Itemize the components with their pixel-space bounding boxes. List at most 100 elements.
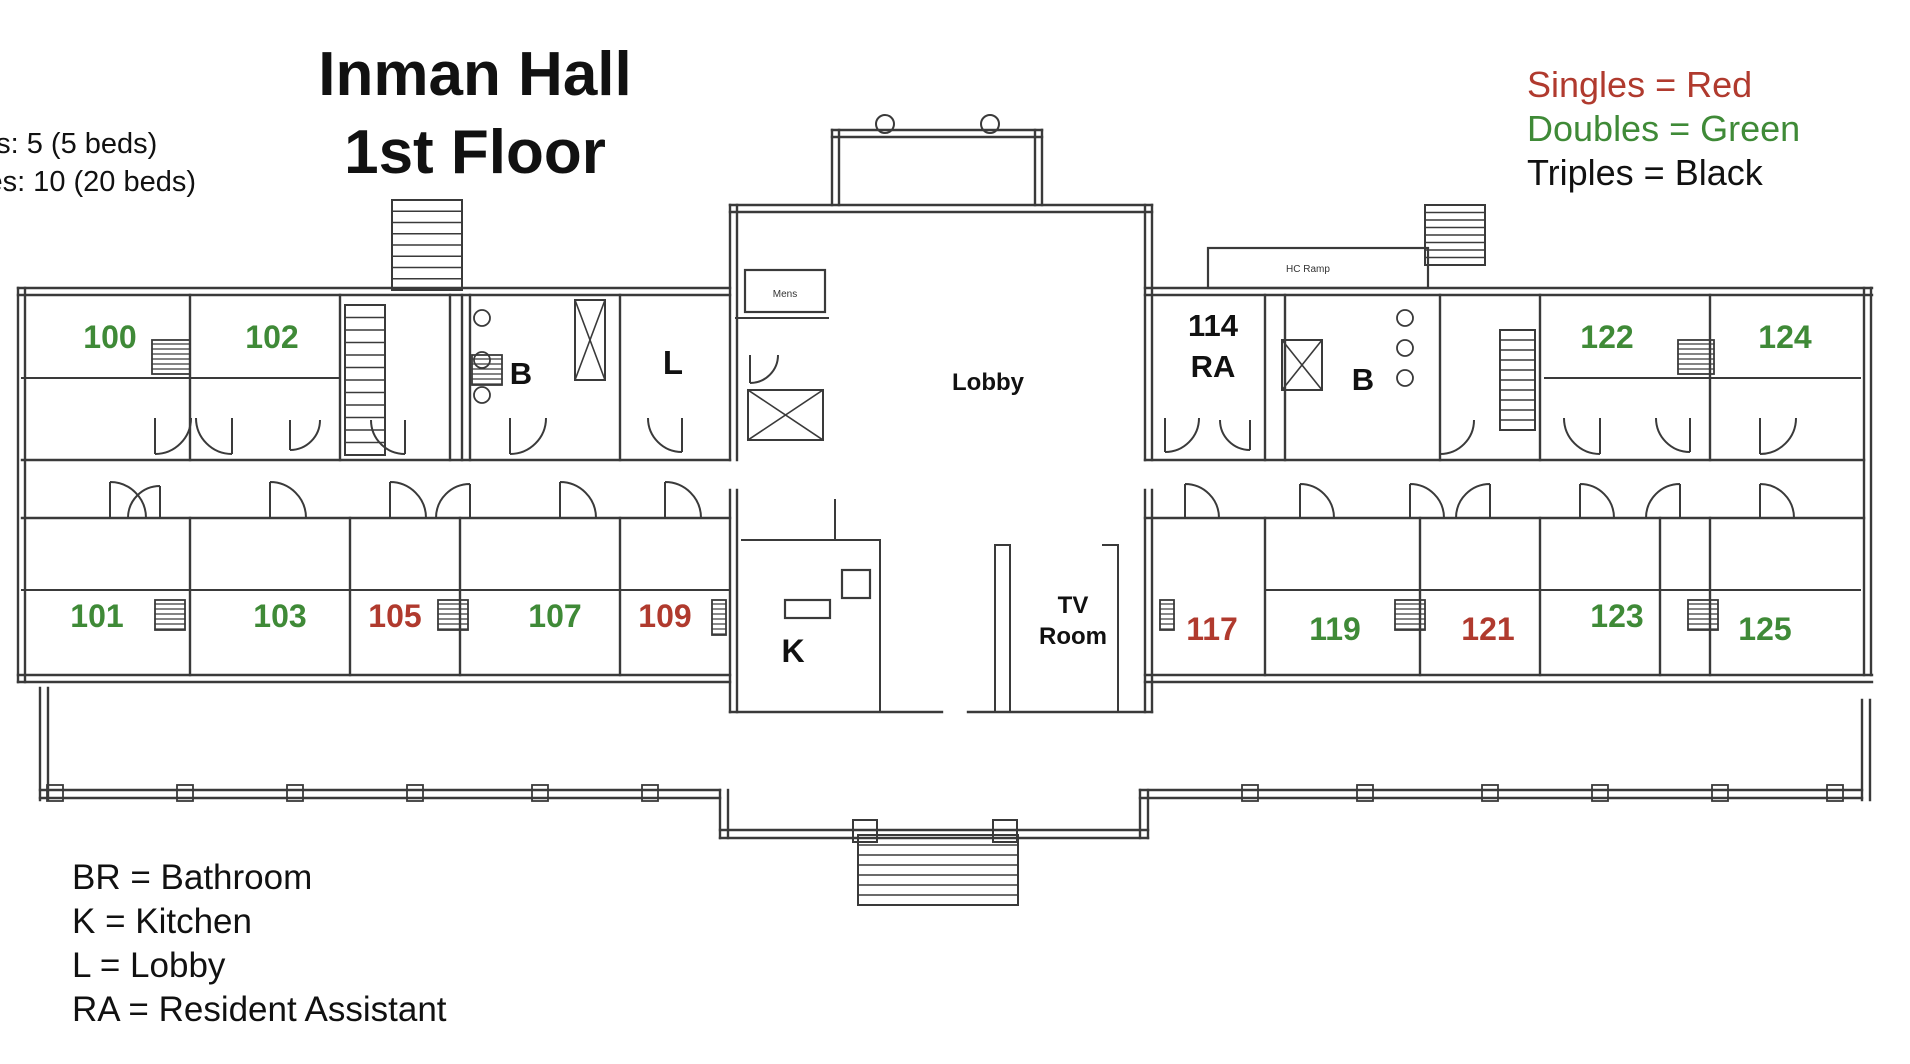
arcade-pier bbox=[46, 784, 64, 802]
room-label-121: 121 bbox=[1461, 611, 1514, 647]
kitchen-stove bbox=[840, 568, 872, 600]
door-swing bbox=[1579, 483, 1615, 519]
closet-block bbox=[437, 599, 469, 631]
fixture-sink bbox=[1396, 339, 1414, 357]
fixture-sink bbox=[1396, 369, 1414, 387]
closet-block bbox=[1394, 599, 1426, 631]
hc-ramp-label: HC Ramp bbox=[1286, 264, 1330, 275]
page-title-building: Inman Hall bbox=[318, 40, 632, 109]
closet-block bbox=[471, 354, 503, 386]
room-label-117: 117 bbox=[1186, 611, 1238, 647]
room-label-109: 109 bbox=[638, 598, 691, 634]
mens-room-label: Mens bbox=[773, 289, 797, 300]
room-label-103: 103 bbox=[253, 598, 306, 634]
door-swing bbox=[559, 481, 597, 519]
shower-stall bbox=[1280, 338, 1324, 392]
door-swing bbox=[1455, 483, 1491, 519]
door-swing bbox=[1645, 483, 1681, 519]
key-kitchen: K = Kitchen bbox=[72, 902, 252, 941]
door-swing bbox=[647, 417, 683, 453]
door-swing bbox=[435, 483, 471, 519]
room-label-114: 114 bbox=[1188, 308, 1239, 343]
room-label-102: 102 bbox=[245, 319, 298, 355]
arcade-pier bbox=[531, 784, 549, 802]
door-swing bbox=[1439, 419, 1475, 455]
room-label-101: 101 bbox=[70, 598, 123, 634]
kitchen-label: K bbox=[781, 633, 804, 669]
shower-stall bbox=[1281, 339, 1323, 391]
room-label-119: 119 bbox=[1309, 611, 1361, 647]
door-swing bbox=[370, 419, 406, 455]
room-label-124: 124 bbox=[1758, 319, 1812, 355]
door-swing bbox=[269, 481, 307, 519]
legend-triples: Triples = Black bbox=[1527, 152, 1763, 193]
door-swing bbox=[1219, 419, 1251, 451]
tv-room-label-line1: TV bbox=[1058, 592, 1089, 619]
elevator bbox=[747, 389, 824, 441]
closet-block bbox=[154, 599, 186, 631]
arcade-pier bbox=[406, 784, 424, 802]
closet-block bbox=[1159, 599, 1175, 631]
door-swing bbox=[389, 481, 427, 519]
arcade-pier bbox=[1711, 784, 1729, 802]
door-swing bbox=[1164, 417, 1200, 453]
mens-room bbox=[743, 268, 827, 314]
arcade-pier bbox=[286, 784, 304, 802]
door-swing bbox=[127, 485, 161, 519]
door-swing bbox=[1299, 483, 1335, 519]
shower-stall bbox=[573, 298, 607, 382]
arcade-pier bbox=[641, 784, 659, 802]
door-swing bbox=[1759, 483, 1795, 519]
arcade-pier bbox=[176, 784, 194, 802]
arcade-pier bbox=[1356, 784, 1374, 802]
hc-ramp bbox=[1206, 246, 1430, 290]
lobby-label-l: L bbox=[663, 344, 683, 381]
fixture-sink bbox=[473, 309, 491, 327]
elevator bbox=[746, 388, 825, 442]
fixture-sink bbox=[1396, 309, 1414, 327]
singles-count: es: 5 (5 beds) bbox=[0, 128, 158, 160]
legend-singles: Singles = Red bbox=[1527, 64, 1753, 105]
page-title-floor: 1st Floor bbox=[344, 118, 606, 187]
arcade-pier bbox=[1591, 784, 1609, 802]
closet-block bbox=[1677, 339, 1715, 375]
room-label-125: 125 bbox=[1738, 611, 1791, 647]
closet-block bbox=[151, 339, 191, 375]
room-label-122: 122 bbox=[1580, 319, 1633, 355]
key-resident-assistant: RA = Resident Assistant bbox=[72, 990, 447, 1029]
door-swing bbox=[749, 354, 779, 384]
room-label-100: 100 bbox=[83, 319, 136, 355]
room-label-105: 105 bbox=[368, 598, 421, 634]
door-swing bbox=[1563, 417, 1601, 455]
closet-block bbox=[711, 599, 727, 636]
door-swing bbox=[1184, 483, 1220, 519]
ra-label: RA bbox=[1191, 349, 1236, 384]
porch-pier bbox=[852, 819, 878, 843]
key-lobby: L = Lobby bbox=[72, 946, 226, 985]
door-swing bbox=[1409, 483, 1445, 519]
door-swing bbox=[664, 481, 702, 519]
door-swing bbox=[109, 481, 147, 519]
arcade-pier bbox=[1241, 784, 1259, 802]
lobby-label: Lobby bbox=[952, 369, 1025, 396]
porch-column bbox=[875, 114, 895, 134]
door-swing bbox=[1759, 417, 1797, 455]
legend-doubles: Doubles = Green bbox=[1527, 108, 1801, 149]
closet-block bbox=[1687, 599, 1719, 631]
door-swing bbox=[289, 419, 321, 451]
door-swing bbox=[195, 417, 233, 455]
tv-room-label-line2: Room bbox=[1039, 623, 1107, 650]
door-swing bbox=[509, 417, 547, 455]
bathroom-label-west: B bbox=[510, 356, 532, 391]
room-label-107: 107 bbox=[528, 598, 581, 634]
room-label-123: 123 bbox=[1590, 598, 1643, 634]
arcade-pier bbox=[1826, 784, 1844, 802]
door-swing bbox=[1655, 417, 1691, 453]
fixture-sink bbox=[473, 351, 491, 369]
kitchen-counter bbox=[783, 598, 832, 620]
door-swing bbox=[154, 417, 192, 455]
key-bathroom: BR = Bathroom bbox=[72, 858, 313, 897]
porch-column bbox=[980, 114, 1000, 134]
